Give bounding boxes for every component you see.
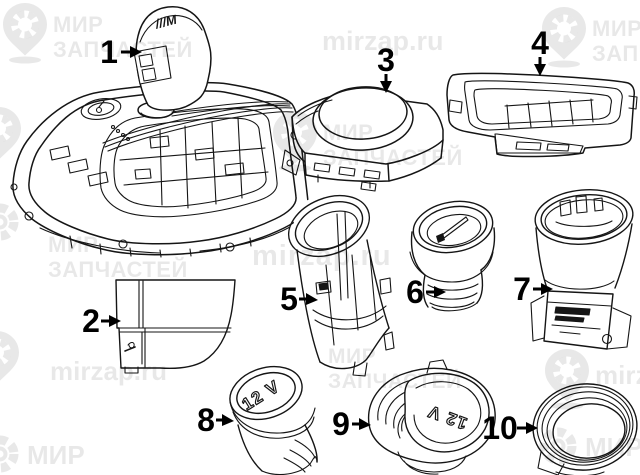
callout-3: 3 <box>377 42 395 93</box>
shift-knob-logo: ///M <box>153 11 180 31</box>
part-8-socket-cap-illustration: 12 V <box>229 365 318 475</box>
lighter-icon <box>124 342 136 352</box>
callout-5-arrow <box>306 293 318 305</box>
part-3-controller-illustration <box>291 86 444 192</box>
callout-8-number: 8 <box>197 402 215 438</box>
callout-10: 10 <box>482 410 538 446</box>
callout-2: 2 <box>82 303 121 339</box>
callout-2-arrow <box>109 315 121 327</box>
callout-4: 4 <box>531 25 549 76</box>
callout-3-arrow <box>380 81 392 93</box>
callout-6: 6 <box>406 274 446 310</box>
part-6-socket-insert-illustration <box>409 200 496 312</box>
callout-7: 7 <box>513 271 553 307</box>
callout-9-number: 9 <box>332 406 350 442</box>
part-5-socket-housing-illustration <box>287 193 395 377</box>
console-frame-illustration <box>10 81 309 258</box>
callout-1: 1 <box>100 34 142 70</box>
callout-1-arrow <box>130 46 142 58</box>
callout-10-arrow <box>526 422 538 434</box>
callout-9-arrow <box>359 418 371 430</box>
console-emblem <box>80 98 131 142</box>
callout-7-arrow <box>541 283 553 295</box>
part-7-socket-bracket-illustration <box>530 189 634 350</box>
callout-3-number: 3 <box>377 42 395 78</box>
callout-4-number: 4 <box>531 25 549 61</box>
callout-10-number: 10 <box>482 410 518 446</box>
callout-6-arrow <box>434 286 446 298</box>
callout-4-arrow <box>534 64 546 76</box>
callout-1-number: 1 <box>100 34 118 70</box>
callout-8: 8 <box>197 402 234 438</box>
callout-9: 9 <box>332 406 371 442</box>
part-4-switch-panel-illustration <box>446 72 638 158</box>
part-1-shift-knob-illustration: ///M <box>133 6 291 119</box>
callouts: 1 2 3 4 5 6 7 <box>82 25 553 446</box>
callout-5-number: 5 <box>280 281 298 317</box>
callout-6-number: 6 <box>406 274 424 310</box>
callout-5: 5 <box>280 281 318 317</box>
callout-8-arrow <box>222 414 234 426</box>
callout-7-number: 7 <box>513 271 531 307</box>
part-10-trim-ring-illustration <box>532 383 638 475</box>
part-9-socket-cover-illustration: 12 V <box>367 359 496 475</box>
part-2-trim-panel-illustration <box>115 279 236 374</box>
callout-2-number: 2 <box>82 303 100 339</box>
